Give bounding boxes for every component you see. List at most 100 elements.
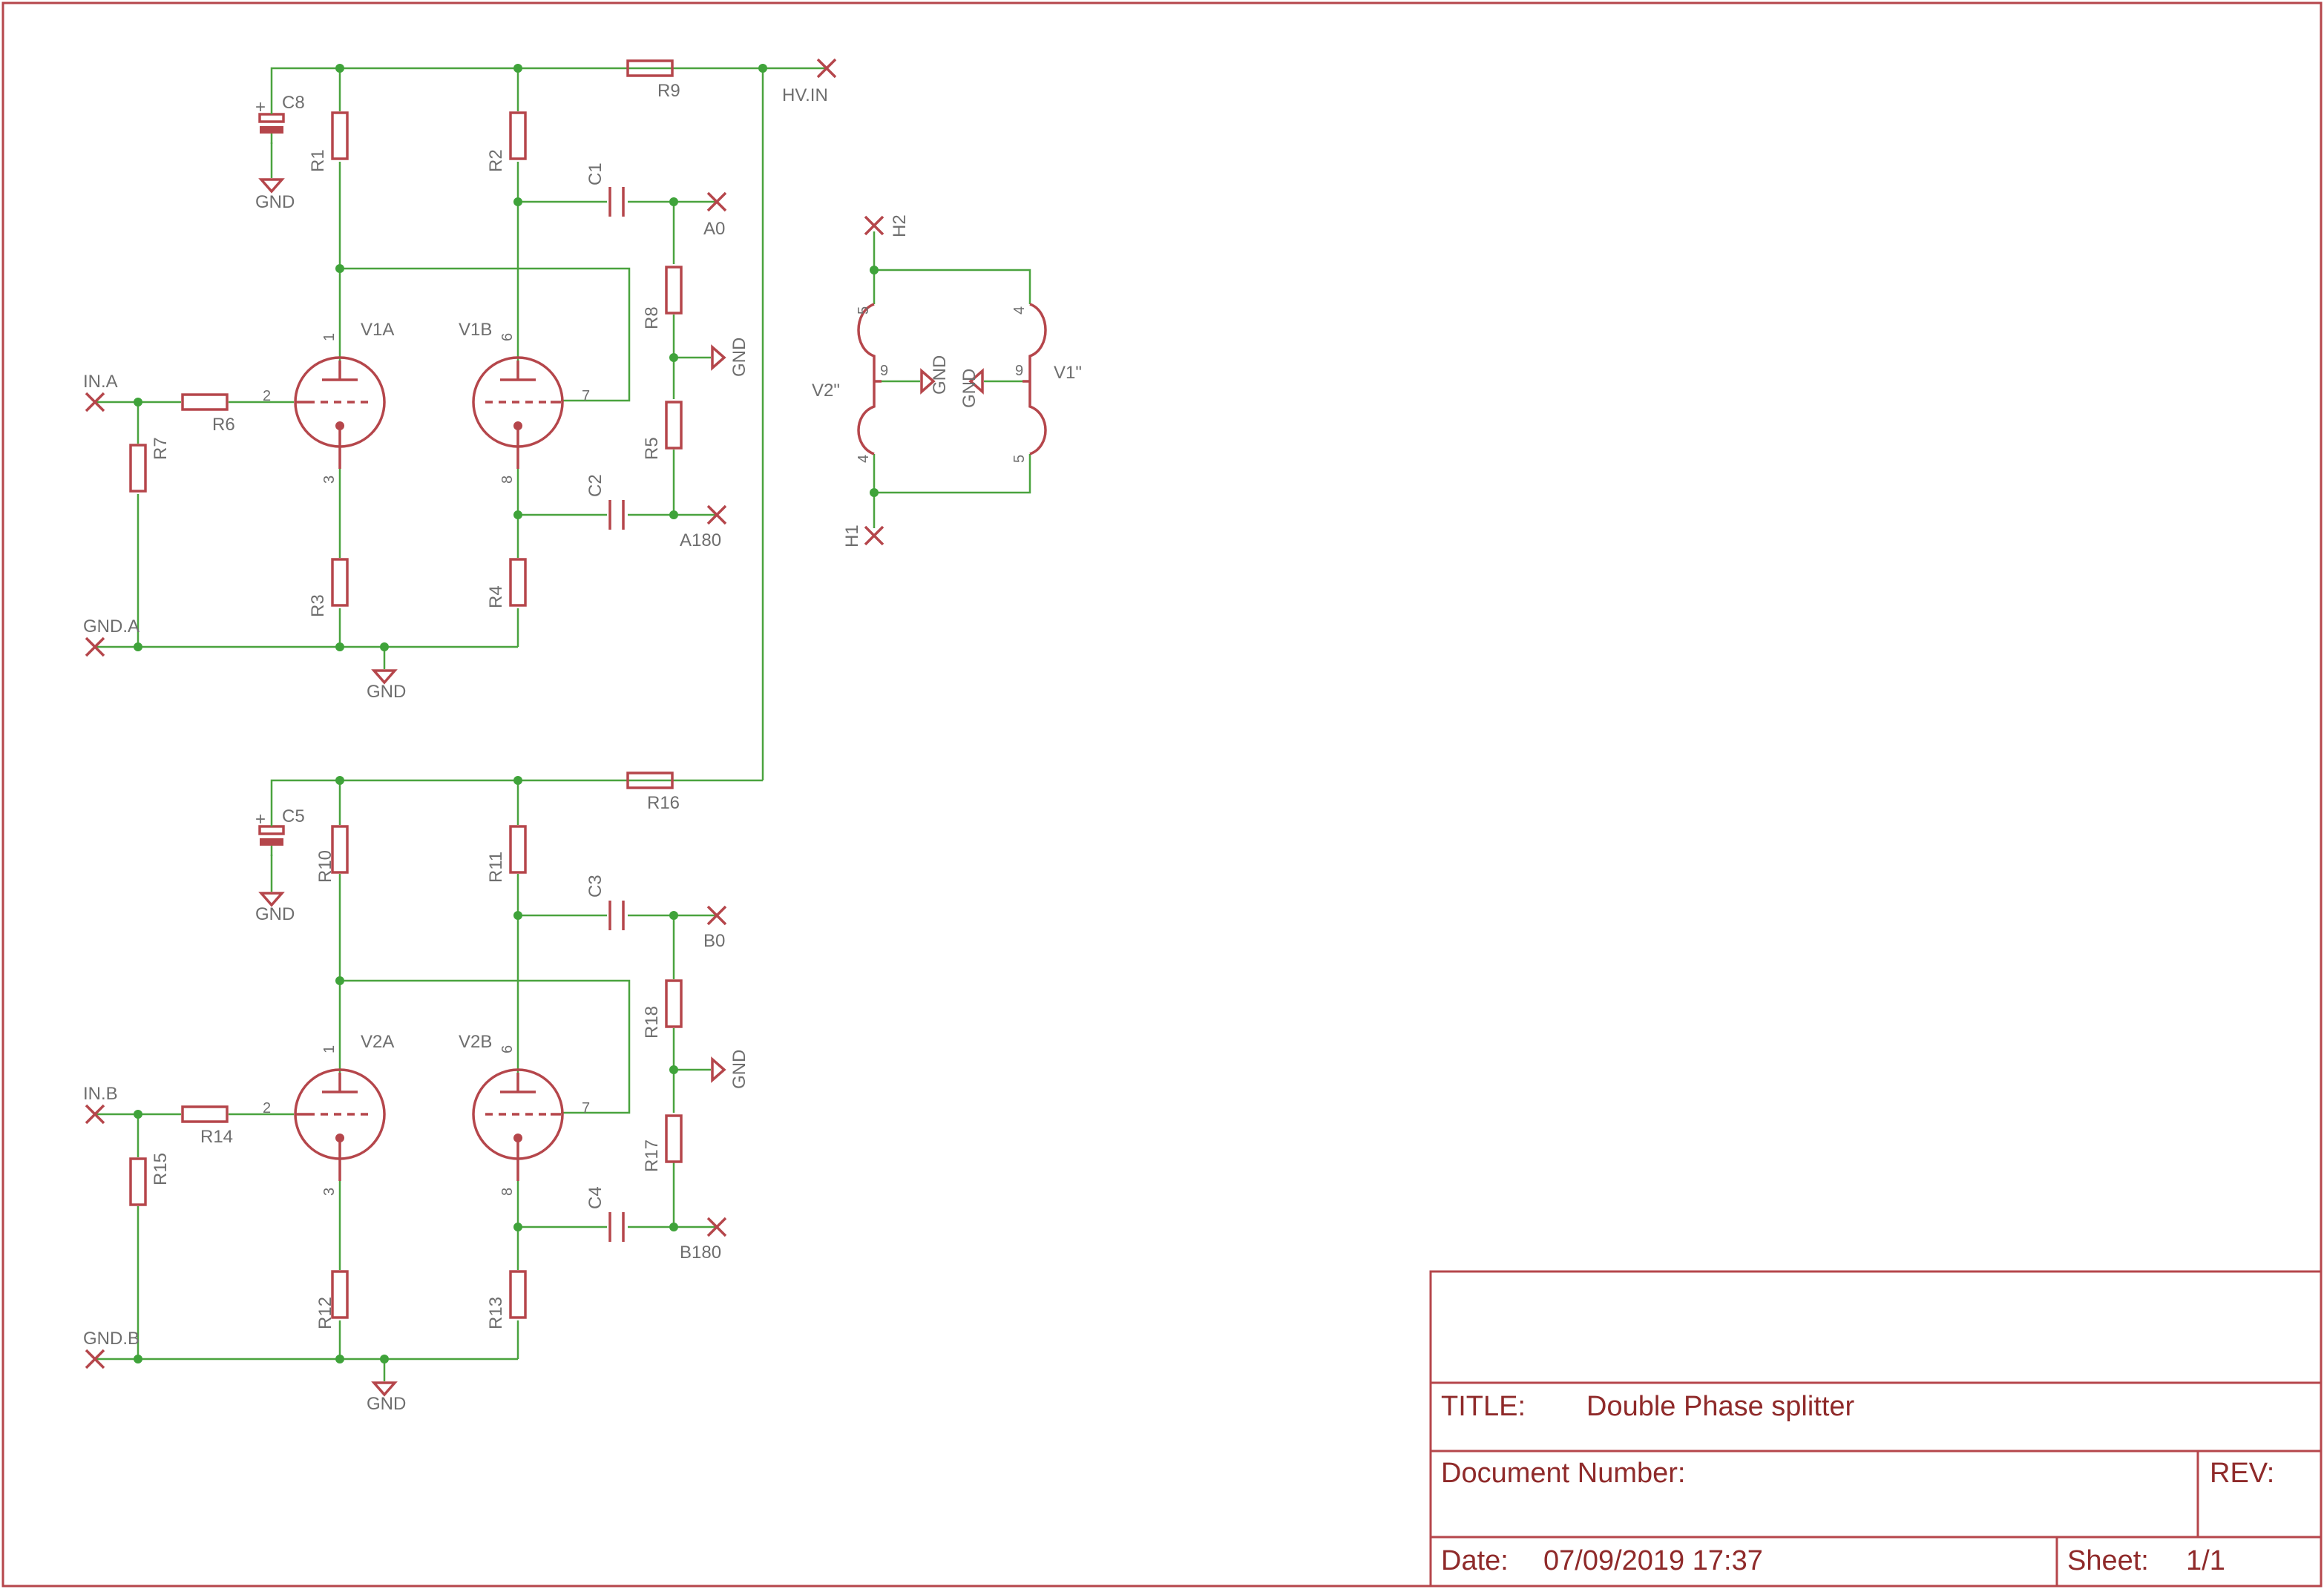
pin-v1b-6: 6 <box>499 333 516 341</box>
pin-v2b-6: 6 <box>499 1045 516 1053</box>
tube-v1b <box>472 356 564 469</box>
label-c5-plus: + <box>255 809 266 829</box>
pin-numbers: 1 2 3 6 7 8 1 2 3 6 7 8 5 9 4 4 9 5 <box>263 306 1028 1196</box>
label-h1: H1 <box>842 524 862 547</box>
label-v1-heater: V1" <box>1054 363 1082 383</box>
wires-section-b <box>95 779 763 1381</box>
capacitor-c3 <box>608 901 625 930</box>
capacitor-c8 <box>258 102 285 144</box>
label-gnd-b: GND.B <box>83 1329 139 1349</box>
label-r4: R4 <box>486 585 506 608</box>
label-gnd-heater-v1: GND <box>959 369 979 408</box>
capacitor-c2 <box>608 500 625 530</box>
label-r13: R13 <box>486 1297 506 1329</box>
label-r3: R3 <box>308 594 328 617</box>
pin-v2a-3: 3 <box>321 1188 338 1196</box>
label-r11: R11 <box>486 852 506 883</box>
label-a0: A0 <box>703 219 725 239</box>
title-block: TITLE: Double Phase splitter Document Nu… <box>1429 1270 2323 1588</box>
tube-v2b <box>472 1068 564 1181</box>
tube-v2a <box>294 1068 386 1181</box>
label-v2b: V2B <box>459 1032 492 1052</box>
pin-v1a-3: 3 <box>321 476 338 484</box>
label-v1b: V1B <box>459 320 492 340</box>
resistor-r7 <box>129 444 147 493</box>
label-r17: R17 <box>642 1139 662 1172</box>
pin-v1h-9: 9 <box>1015 363 1023 379</box>
label-r7: R7 <box>151 437 171 460</box>
resistor-r10 <box>331 825 349 874</box>
label-c8-plus: + <box>255 97 266 117</box>
pin-v2h-4: 4 <box>856 455 872 463</box>
pin-v2h-5: 5 <box>856 306 872 315</box>
resistor-r15 <box>129 1157 147 1206</box>
sheet-value: 1/1 <box>2186 1545 2225 1576</box>
document-number-label: Document Number: <box>1441 1458 1685 1489</box>
net-labels: HV.IN IN.A GND.A IN.B GND.B A0 A180 B0 B… <box>83 85 1082 1414</box>
pin-v1h-5: 5 <box>1011 455 1028 463</box>
resistor-r8 <box>665 266 683 315</box>
label-r6: R6 <box>212 415 235 435</box>
label-gnd-c5: GND <box>255 904 295 924</box>
resistor-r2 <box>509 111 527 160</box>
label-gnd-a-bottom: GND <box>367 682 406 702</box>
sheet-label: Sheet: <box>2067 1545 2149 1576</box>
ground-symbols <box>258 178 984 1397</box>
pin-v2b-8: 8 <box>499 1188 516 1196</box>
capacitor-c4 <box>608 1212 625 1242</box>
resistor-r12 <box>331 1270 349 1319</box>
resistor-r14 <box>181 1105 229 1123</box>
pin-v2h-9: 9 <box>880 363 888 379</box>
title-label: TITLE: <box>1441 1391 1526 1422</box>
resistor-r18 <box>665 979 683 1028</box>
resistor-r4 <box>509 558 527 607</box>
label-gnd-c8: GND <box>255 192 295 212</box>
label-r18: R18 <box>642 1006 662 1039</box>
label-r10: R10 <box>315 850 335 883</box>
label-h2: H2 <box>890 214 910 237</box>
resistor-r9 <box>626 59 674 77</box>
pin-v1h-4: 4 <box>1011 306 1028 315</box>
label-gnd-a: GND.A <box>83 616 139 636</box>
label-c1: C1 <box>585 162 605 185</box>
label-c3: C3 <box>585 875 605 898</box>
label-b0: B0 <box>703 931 725 951</box>
label-gnd-heater-v2: GND <box>930 355 950 395</box>
resistor-r11 <box>509 825 527 874</box>
date-value: 07/09/2019 17:37 <box>1543 1545 1763 1576</box>
label-r9: R9 <box>657 81 680 101</box>
label-in-a: IN.A <box>83 372 118 392</box>
wires-heaters <box>873 231 1031 528</box>
label-v2-heater: V2" <box>812 381 840 401</box>
resistor-r13 <box>509 1270 527 1319</box>
resistor-r1 <box>331 111 349 160</box>
label-v1a: V1A <box>361 320 394 340</box>
resistors <box>129 59 683 1319</box>
revision-label: REV: <box>2210 1458 2274 1489</box>
resistor-r5 <box>665 401 683 450</box>
label-r15: R15 <box>151 1153 171 1185</box>
label-c4: C4 <box>585 1186 605 1209</box>
resistor-r6 <box>181 393 229 411</box>
label-c2: C2 <box>585 474 605 497</box>
pin-v1a-2: 2 <box>263 388 271 404</box>
pin-v2a-2: 2 <box>263 1100 271 1116</box>
tube-v1a <box>294 356 386 469</box>
label-r1: R1 <box>308 149 328 172</box>
date-label: Date: <box>1441 1545 1509 1576</box>
label-r14: R14 <box>200 1127 233 1147</box>
label-hv-in: HV.IN <box>782 85 828 105</box>
junction-dots <box>134 64 879 1363</box>
label-b180: B180 <box>680 1243 721 1263</box>
label-in-b: IN.B <box>83 1084 118 1104</box>
label-c5: C5 <box>282 806 305 826</box>
pin-v1b-8: 8 <box>499 476 516 484</box>
label-gnd-b-bottom: GND <box>367 1394 406 1414</box>
heater-v1 <box>1023 303 1047 455</box>
resistor-r3 <box>331 558 349 607</box>
title-value: Double Phase splitter <box>1586 1391 1855 1422</box>
pin-v2b-7: 7 <box>582 1100 590 1116</box>
capacitor-c5 <box>258 816 285 856</box>
component-labels: V1A V1B V2A V2B R1 R2 R3 R4 R5 R6 R7 R8 … <box>151 81 680 1329</box>
capacitor-c1 <box>608 187 625 217</box>
